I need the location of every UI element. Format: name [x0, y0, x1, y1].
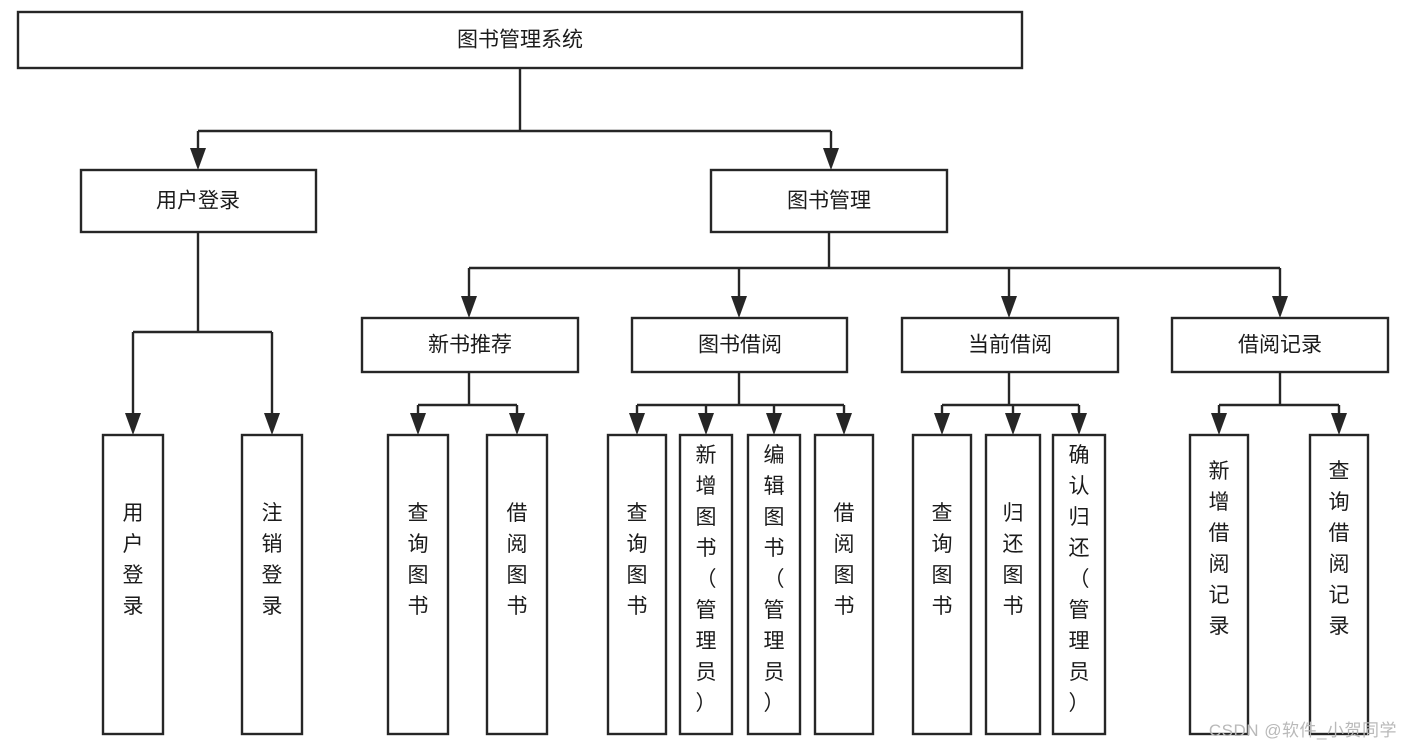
node-book-manage-box[interactable] [709, 168, 949, 234]
arrow-head-leaf-add-book [698, 413, 714, 435]
node-borrow-record[interactable]: 借阅记录 [1170, 316, 1390, 374]
arrow-head-leaf-confirm-return [1071, 413, 1087, 435]
node-leaf-query-book-3-box[interactable] [911, 433, 973, 736]
node-leaf-confirm-return-box[interactable] [1051, 433, 1107, 736]
node-new-book-rec-label: 新书推荐 [428, 334, 512, 357]
node-book-manage-label: 图书管理 [787, 190, 871, 213]
node-current-borrow[interactable]: 当前借阅 [900, 316, 1120, 374]
node-leaf-user-login-box[interactable] [101, 433, 165, 736]
node-leaf-logout-label: 注销登录 [262, 502, 283, 618]
node-leaf-borrow-book-1-label: 借阅图书 [507, 502, 528, 618]
node-leaf-confirm-return-label: 确认归还（管理员） [1069, 444, 1090, 715]
node-leaf-query-book-2-box[interactable] [606, 433, 668, 736]
node-leaf-return-book-box[interactable] [984, 433, 1042, 736]
arrow-head-book-manage [823, 148, 839, 170]
connector-group-root [190, 68, 839, 170]
arrow-head-book-borrow [731, 296, 747, 318]
node-leaf-add-record[interactable]: 新增借阅记录 [1188, 433, 1250, 736]
arrow-head-user-login [190, 148, 206, 170]
node-current-borrow-box[interactable] [900, 316, 1120, 374]
node-leaf-query-book-3[interactable]: 查询图书 [911, 433, 973, 736]
connector-group-borrow-record [1211, 372, 1347, 435]
node-root[interactable]: 图书管理系统 [16, 10, 1024, 70]
arrow-head-leaf-logout [264, 413, 280, 435]
connector-group-book-manage [461, 232, 1288, 318]
node-leaf-borrow-book-1[interactable]: 借阅图书 [485, 433, 549, 736]
node-leaf-borrow-book-2-box[interactable] [813, 433, 875, 736]
node-leaf-query-book-1[interactable]: 查询图书 [386, 433, 450, 736]
arrow-head-borrow-record [1272, 296, 1288, 318]
node-borrow-record-box[interactable] [1170, 316, 1390, 374]
node-leaf-edit-book-box[interactable] [746, 433, 802, 736]
node-leaf-return-book[interactable]: 归还图书 [984, 433, 1042, 736]
node-book-borrow[interactable]: 图书借阅 [630, 316, 849, 374]
node-root-box[interactable] [16, 10, 1024, 70]
node-leaf-query-book-1-box[interactable] [386, 433, 450, 736]
arrow-head-leaf-query-book-2 [629, 413, 645, 435]
arrow-head-current-borrow [1001, 296, 1017, 318]
node-user-login[interactable]: 用户登录 [79, 168, 318, 234]
node-leaf-add-record-label: 新增借阅记录 [1209, 460, 1230, 638]
arrow-head-leaf-edit-book [766, 413, 782, 435]
node-new-book-rec[interactable]: 新书推荐 [360, 316, 580, 374]
arrow-head-new-book-rec [461, 296, 477, 318]
node-user-login-label: 用户登录 [156, 190, 240, 213]
node-book-borrow-label: 图书借阅 [698, 334, 782, 357]
node-leaf-query-book-2[interactable]: 查询图书 [606, 433, 668, 736]
arrow-head-leaf-borrow-book-2 [836, 413, 852, 435]
node-leaf-borrow-book-1-box[interactable] [485, 433, 549, 736]
node-book-manage[interactable]: 图书管理 [709, 168, 949, 234]
node-leaf-edit-book[interactable]: 编辑图书（管理员） [746, 433, 802, 736]
arrow-head-leaf-user-login [125, 413, 141, 435]
arrow-head-leaf-query-record [1331, 413, 1347, 435]
node-leaf-edit-book-label: 编辑图书（管理员） [764, 444, 785, 715]
node-leaf-logout[interactable]: 注销登录 [240, 433, 304, 736]
node-user-login-box[interactable] [79, 168, 318, 234]
node-leaf-return-book-label: 归还图书 [1003, 502, 1024, 618]
node-current-borrow-label: 当前借阅 [968, 334, 1052, 357]
node-leaf-query-book-2-label: 查询图书 [627, 502, 648, 618]
node-root-label: 图书管理系统 [457, 29, 583, 52]
node-leaf-query-book-1-label: 查询图书 [408, 502, 429, 618]
node-book-borrow-box[interactable] [630, 316, 849, 374]
node-leaf-borrow-book-2[interactable]: 借阅图书 [813, 433, 875, 736]
node-leaf-query-record-label: 查询借阅记录 [1329, 460, 1350, 638]
node-leaf-user-login-label: 用户登录 [123, 502, 144, 618]
node-leaf-query-record-box[interactable] [1308, 433, 1370, 736]
arrow-head-leaf-query-book-3 [934, 413, 950, 435]
node-leaf-add-book-label: 新增图书（管理员） [696, 444, 717, 715]
node-leaf-borrow-book-2-label: 借阅图书 [834, 502, 855, 618]
node-leaf-query-book-3-label: 查询图书 [932, 502, 953, 618]
node-leaf-add-book-box[interactable] [678, 433, 734, 736]
node-leaf-confirm-return[interactable]: 确认归还（管理员） [1051, 433, 1107, 736]
arrow-head-leaf-add-record [1211, 413, 1227, 435]
node-new-book-rec-box[interactable] [360, 316, 580, 374]
node-leaf-add-record-box[interactable] [1188, 433, 1250, 736]
connector-group-current-borrow [934, 372, 1087, 435]
arrow-head-leaf-return-book [1005, 413, 1021, 435]
node-leaf-query-record[interactable]: 查询借阅记录 [1308, 433, 1370, 736]
arrow-head-leaf-borrow-book-1 [509, 413, 525, 435]
arrow-head-leaf-query-book-1 [410, 413, 426, 435]
csdn-watermark: CSDN @软件_小贺同学 [1208, 721, 1397, 740]
connector-group-book-borrow [629, 372, 852, 435]
connector-group-user-login [125, 232, 280, 435]
connector-group-new-book-rec [410, 372, 525, 435]
node-borrow-record-label: 借阅记录 [1238, 334, 1322, 357]
node-leaf-add-book[interactable]: 新增图书（管理员） [678, 433, 734, 736]
node-leaf-user-login[interactable]: 用户登录 [101, 433, 165, 736]
node-leaf-logout-box[interactable] [240, 433, 304, 736]
